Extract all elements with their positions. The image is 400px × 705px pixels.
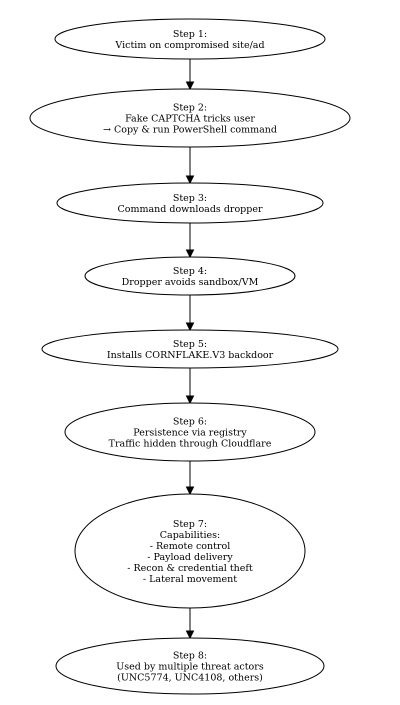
- arrowhead-step4-step5: [185, 322, 195, 332]
- step2-line-0: Step 2:: [173, 103, 207, 114]
- step4-line-0: Step 4:: [173, 266, 207, 277]
- step7-line-4: - Recon & credential theft: [127, 563, 253, 574]
- step6-line-1: Persistence via registry: [133, 428, 247, 439]
- arrowhead-step5-step6: [185, 395, 195, 405]
- step5-line-0: Step 5:: [173, 339, 207, 350]
- edges: [185, 59, 195, 640]
- step7-line-5: - Lateral movement: [143, 574, 237, 585]
- step6-line-2: Traffic hidden through Cloudflare: [109, 439, 272, 450]
- node-step4: Step 4:Dropper avoids sandbox/VM: [84, 256, 296, 296]
- step7-line-2: - Remote control: [150, 541, 230, 552]
- step8-line-0: Step 8:: [173, 651, 207, 662]
- node-step2: Step 2:Fake CAPTCHA tricks user→ Copy & …: [29, 88, 351, 148]
- node-step5: Step 5:Installs CORNFLAKE.V3 backdoor: [41, 329, 339, 369]
- step3-line-1: Command downloads dropper: [117, 204, 262, 215]
- step2-line-1: Fake CAPTCHA tricks user: [125, 114, 255, 125]
- step7-line-0: Step 7:: [173, 519, 207, 530]
- step5-line-1: Installs CORNFLAKE.V3 backdoor: [107, 350, 274, 361]
- node-step3: Step 3:Command downloads dropper: [56, 182, 324, 224]
- arrowhead-step7-step8: [185, 630, 195, 640]
- step2-ellipse: [29, 88, 351, 148]
- step7-line-1: Capabilities:: [160, 530, 220, 541]
- step1-ellipse: [54, 18, 326, 60]
- step3-line-0: Step 3:: [173, 193, 207, 204]
- nodes: Step 1:Victim on compromised site/adStep…: [29, 18, 351, 695]
- step8-line-1: Used by multiple threat actors: [116, 662, 264, 673]
- node-step8: Step 8:Used by multiple threat actors(UN…: [55, 637, 325, 695]
- arrowhead-step2-step3: [185, 175, 195, 185]
- step8-ellipse: [55, 637, 325, 695]
- step4-line-1: Dropper avoids sandbox/VM: [122, 277, 259, 288]
- step3-ellipse: [56, 182, 324, 224]
- step1-line-0: Step 1:: [173, 29, 207, 40]
- node-step1: Step 1:Victim on compromised site/ad: [54, 18, 326, 60]
- step6-ellipse: [64, 402, 316, 462]
- step4-ellipse: [84, 256, 296, 296]
- step1-line-1: Victim on compromised site/ad: [114, 40, 264, 51]
- step7-ellipse: [74, 493, 306, 609]
- arrowhead-step3-step4: [185, 249, 195, 259]
- arrowhead-step6-step7: [185, 486, 195, 496]
- step8-line-2: (UNC5774, UNC4108, others): [117, 673, 263, 684]
- step5-ellipse: [41, 329, 339, 369]
- arrowhead-step1-step2: [185, 81, 195, 91]
- node-step7: Step 7:Capabilities:- Remote control- Pa…: [74, 493, 306, 609]
- step6-line-0: Step 6:: [173, 417, 207, 428]
- step2-line-2: → Copy & run PowerShell command: [103, 125, 277, 136]
- step7-line-3: - Payload delivery: [147, 552, 233, 563]
